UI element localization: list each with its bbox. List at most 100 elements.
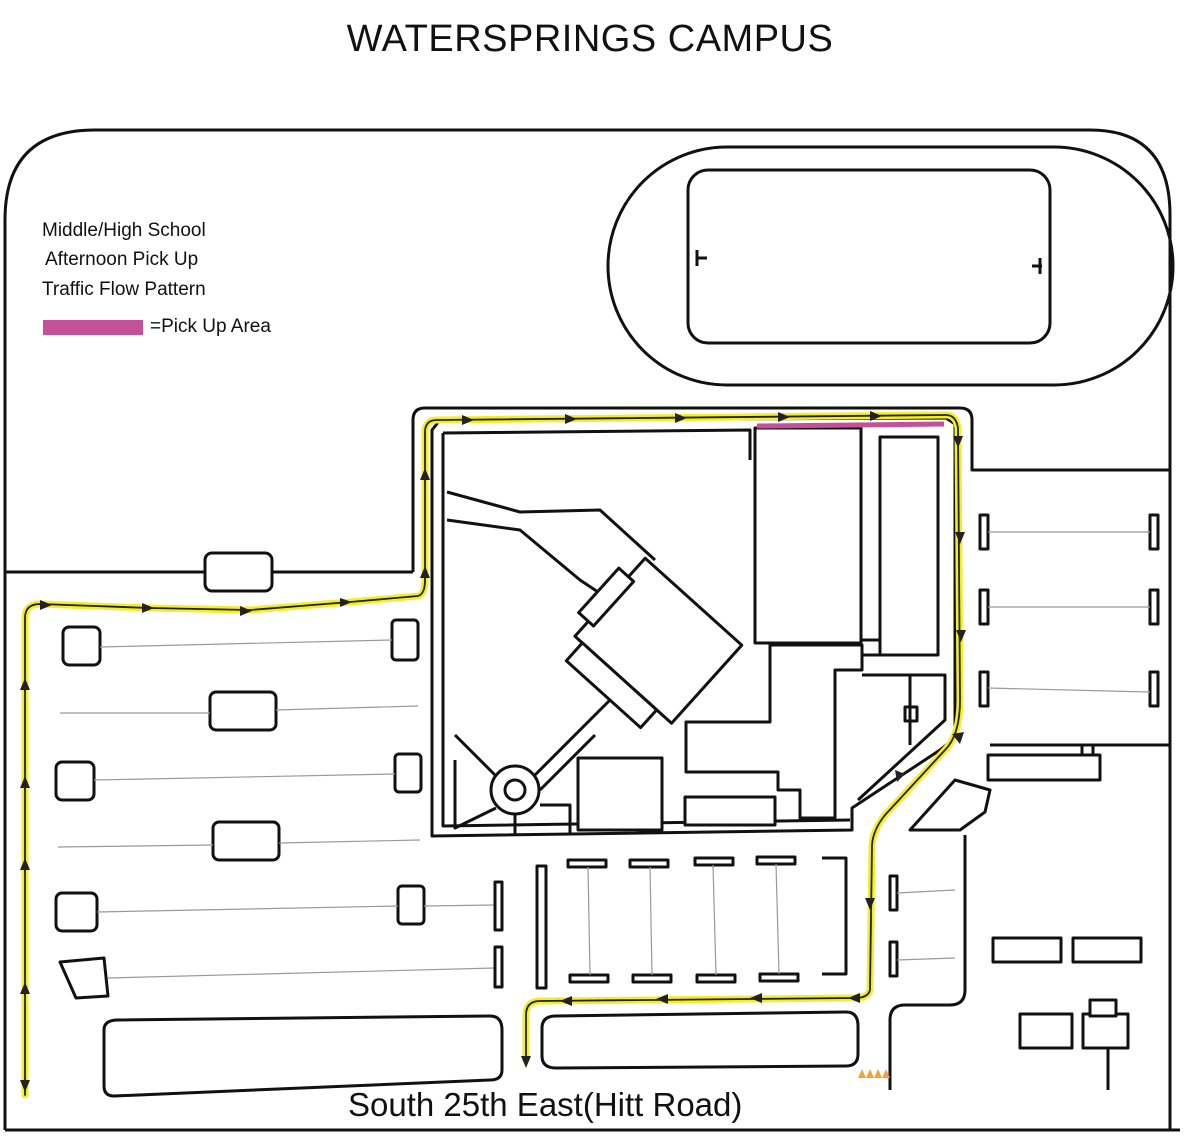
east-lot-island — [1148, 670, 1160, 708]
traffic-cone-icon — [858, 1069, 866, 1078]
legend-pickup-text: Pick Up Area — [161, 316, 271, 337]
traffic-cone-icon — [866, 1069, 874, 1078]
south-building — [576, 756, 664, 832]
classroom-annex-south — [564, 641, 659, 730]
lot-island — [54, 891, 99, 933]
legend-title-line-2: Afternoon Pick Up — [45, 249, 199, 270]
east-stall-line — [987, 687, 1151, 693]
east-lot-island — [978, 670, 990, 708]
east-lot-island — [1148, 513, 1160, 551]
service-drive — [856, 673, 947, 802]
route-arrow — [675, 413, 687, 423]
legend-title-line-3: Traffic Flow Pattern — [42, 279, 206, 300]
lot-island — [396, 884, 426, 926]
center-lot-island — [493, 945, 504, 989]
center-lot-bar — [628, 858, 670, 869]
se-building-4 — [1081, 1012, 1130, 1050]
courtyard-path-2 — [446, 518, 611, 602]
route-arrow — [420, 468, 430, 480]
east-wing-building — [878, 435, 940, 657]
east-lot-island — [1148, 588, 1160, 626]
center-lot-bar — [631, 973, 673, 984]
walkway-west — [453, 733, 497, 830]
lot-island — [54, 760, 96, 802]
center-lot-bar — [695, 973, 737, 984]
kiosk-building — [203, 551, 274, 593]
center-lot-bar — [693, 856, 735, 867]
connector — [862, 638, 938, 657]
route-arrow — [20, 858, 30, 870]
route-arrow — [20, 982, 30, 994]
lot-island — [390, 618, 420, 662]
route-arrow — [40, 600, 52, 610]
route-arrow — [955, 532, 965, 544]
route-arrow — [895, 770, 905, 782]
classroom-block — [564, 556, 744, 730]
se-building-3 — [1018, 1012, 1074, 1050]
east-building — [986, 753, 1102, 782]
route-arrow — [340, 598, 352, 607]
lot-island — [208, 690, 278, 732]
center-lot-median — [535, 864, 548, 990]
center-lot-bar — [568, 973, 610, 984]
route-arrow — [848, 993, 860, 1003]
route-arrow — [462, 415, 474, 425]
pickup-area — [756, 421, 945, 429]
traffic-route — [24, 414, 961, 1096]
route-arrow — [865, 898, 875, 910]
stall-line — [96, 905, 399, 913]
center-lot-bar — [758, 972, 800, 983]
route-arrow — [240, 606, 252, 616]
center-stall-line — [587, 866, 591, 976]
legend-equals: = — [150, 316, 162, 337]
center-lot-island — [493, 880, 504, 932]
legend-pickup-swatch — [43, 320, 143, 335]
stall-line — [93, 773, 396, 781]
se-stall-line — [896, 957, 956, 961]
walkway-south — [513, 803, 572, 835]
se-building — [991, 936, 1063, 964]
east-wedge — [908, 778, 992, 832]
stall-line — [278, 839, 421, 844]
south-annex — [683, 795, 777, 827]
road-label: South 25th East(Hitt Road) — [348, 1086, 743, 1123]
stall-line — [423, 904, 496, 907]
se-lot-edge — [888, 835, 967, 1090]
running-track-field — [686, 168, 1052, 345]
lot-island — [61, 625, 102, 667]
map-title: WATERSPRINGS CAMPUS — [346, 18, 834, 60]
campus-boundary — [3, 128, 1172, 1130]
east-lot-island — [978, 513, 990, 551]
traffic-cone-icon — [874, 1069, 882, 1078]
roundabout-inner — [503, 778, 527, 802]
route-arrow — [656, 994, 668, 1004]
stall-line — [57, 844, 214, 848]
route-arrow — [142, 603, 154, 613]
admin-building — [684, 643, 864, 820]
route-arrow — [420, 566, 430, 578]
west-lot-edge — [411, 406, 1170, 572]
center-stall-line — [649, 866, 653, 976]
route-arrow — [565, 414, 577, 424]
route-arrow — [20, 678, 30, 690]
stall-line — [107, 967, 496, 979]
south-island-center — [540, 1010, 860, 1070]
center-lot-bar — [755, 855, 797, 866]
traffic-cone-icon — [882, 1069, 890, 1078]
running-track-outer — [606, 145, 1175, 387]
se-stall-line — [896, 889, 956, 894]
route-arrow — [521, 1056, 531, 1068]
courtyard-path — [446, 490, 657, 562]
legend-pickup-label: =Pick Up Area — [150, 316, 271, 338]
walkway-diagonal — [533, 698, 612, 792]
route-arrow — [20, 776, 30, 788]
stall-line — [275, 705, 419, 711]
route-arrow — [953, 436, 963, 448]
center-lot-bar — [566, 858, 608, 869]
route-arrow — [952, 732, 964, 744]
se-lot-island — [888, 940, 899, 978]
classroom-building — [573, 556, 744, 725]
stall-line — [99, 639, 393, 648]
roundabout-outer — [489, 764, 541, 816]
lot-island — [58, 956, 110, 1000]
